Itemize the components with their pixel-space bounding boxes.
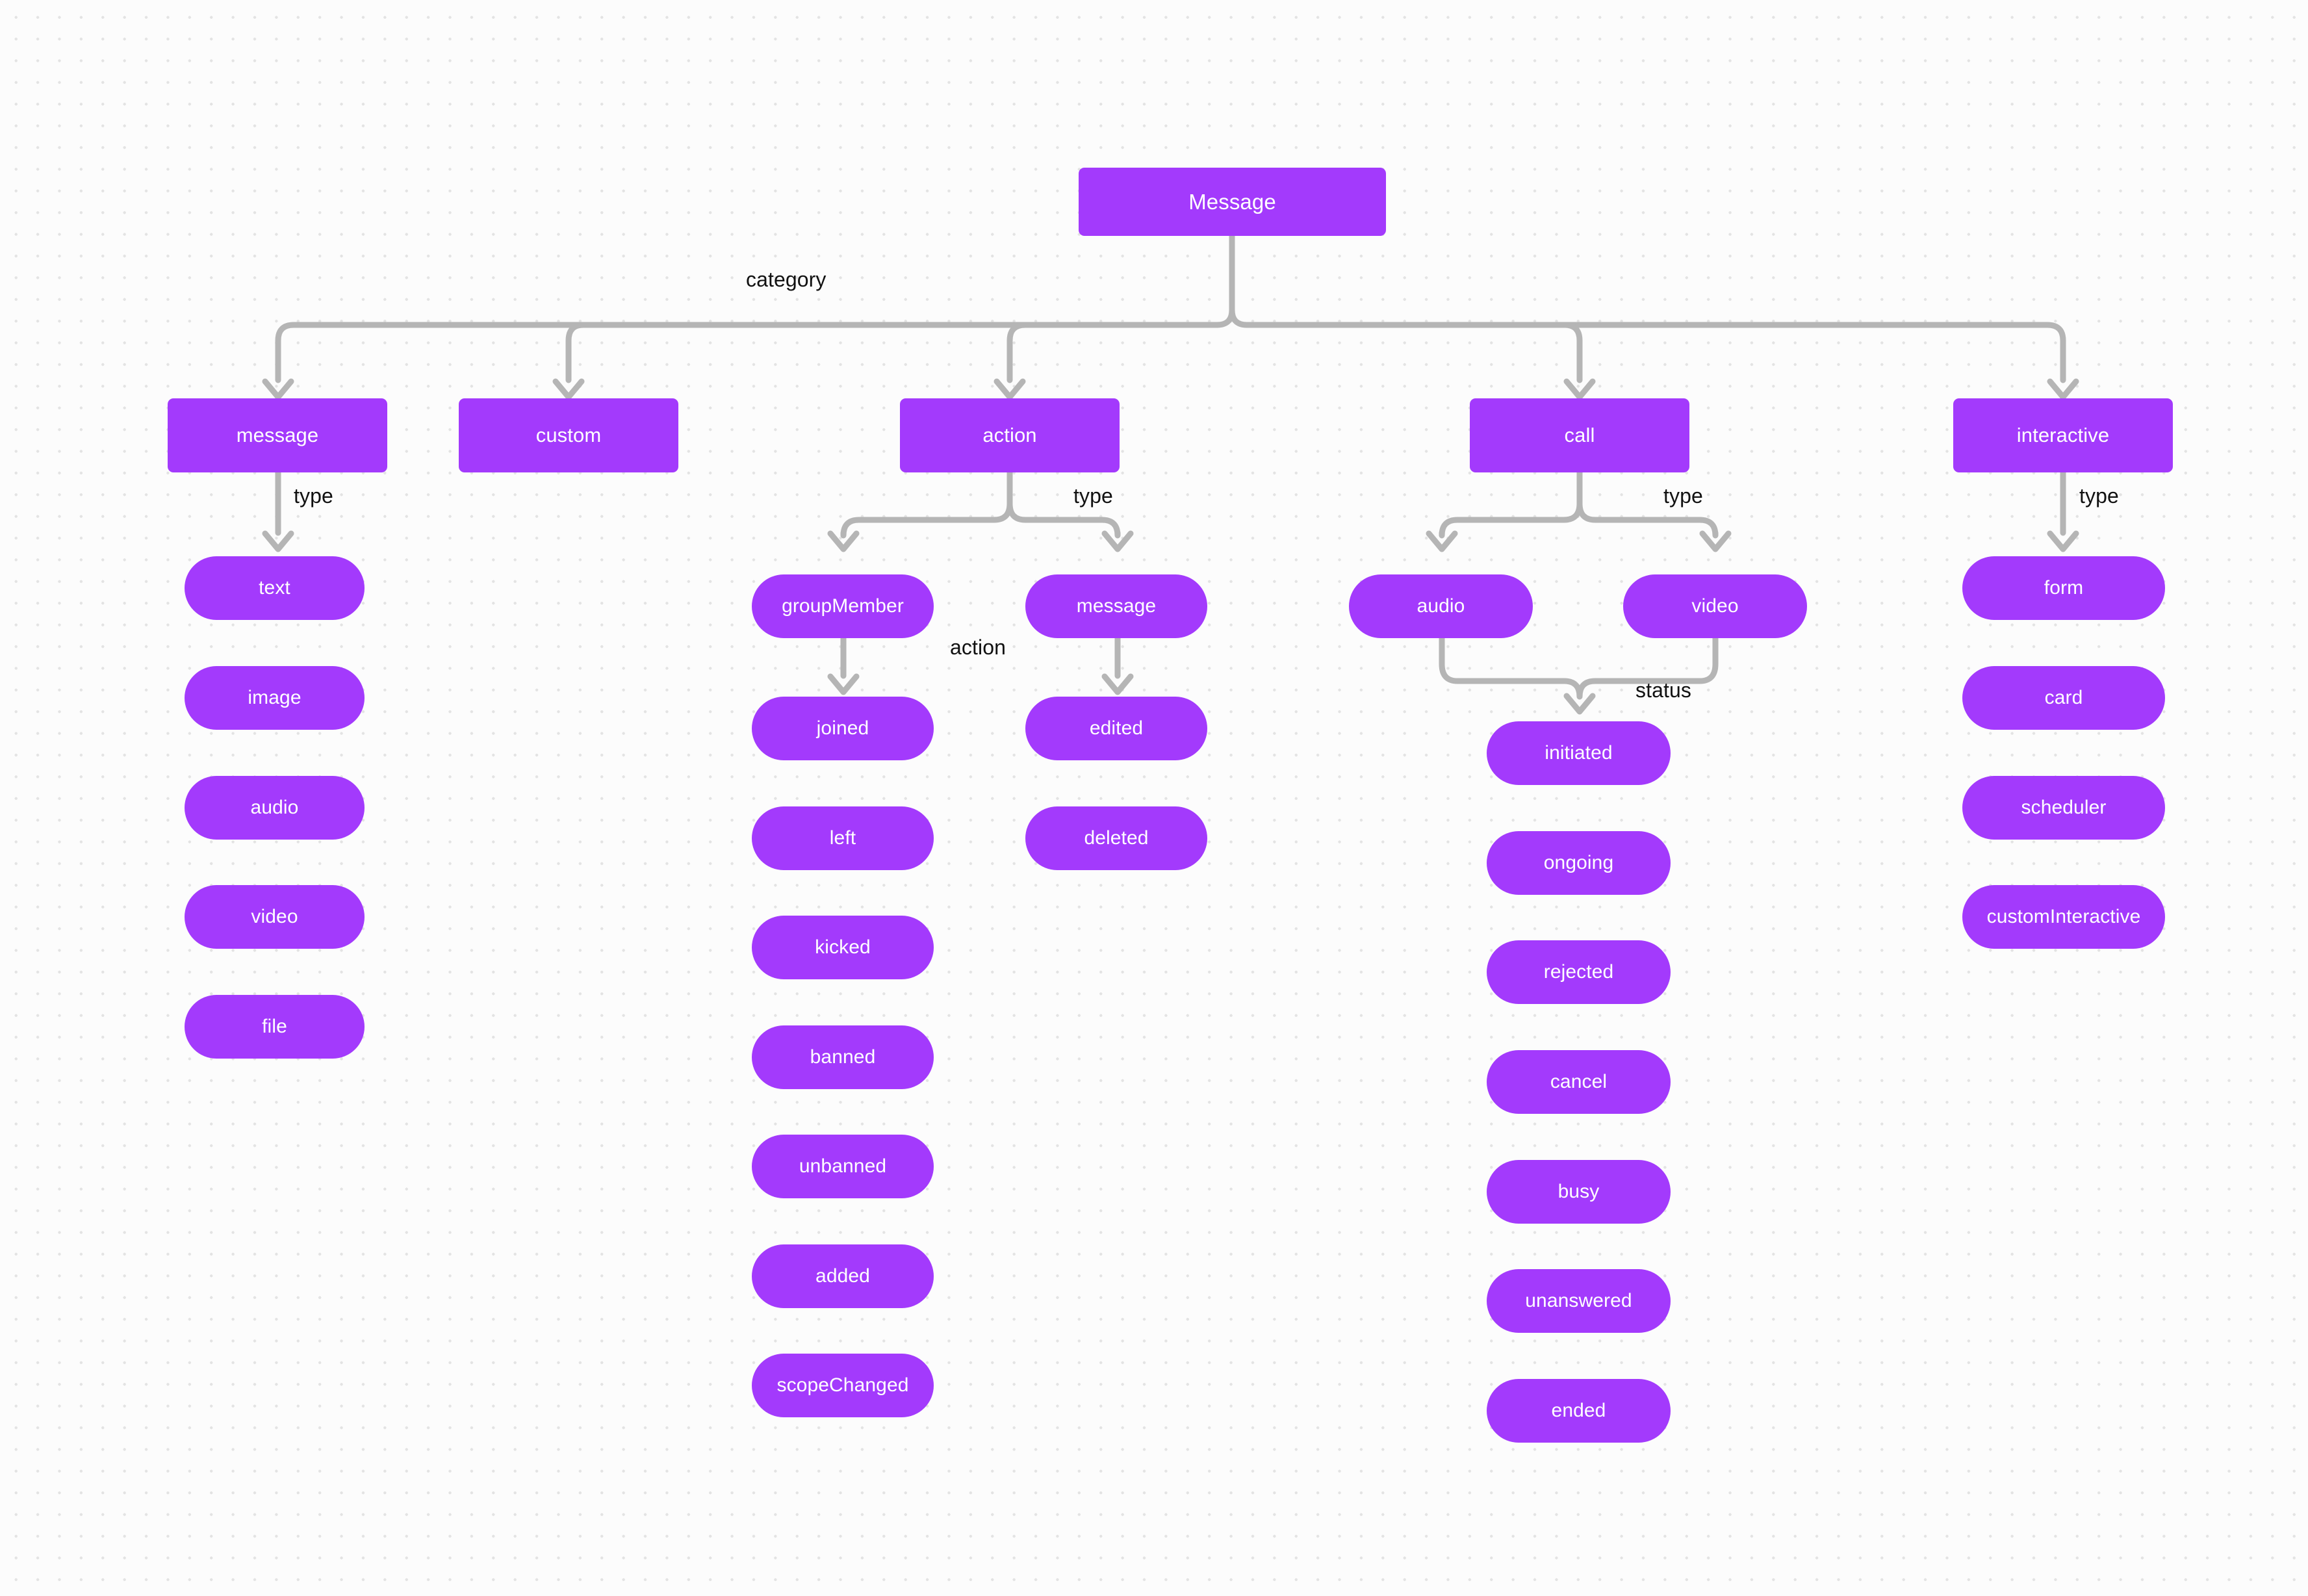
node-groupmember-action-scopechanged[interactable]: scopeChanged (752, 1354, 934, 1417)
edge-label-message-type: type (294, 484, 333, 508)
node-call-status-busy[interactable]: busy (1487, 1160, 1671, 1224)
node-label: banned (810, 1046, 876, 1068)
node-label: scopeChanged (776, 1374, 909, 1396)
node-label: scheduler (2021, 796, 2107, 818)
node-label: call (1564, 424, 1595, 447)
node-label: Message (1188, 189, 1276, 214)
node-label: added (815, 1265, 870, 1287)
node-action-type-groupmember[interactable]: groupMember (752, 574, 934, 638)
node-label: ended (1551, 1399, 1606, 1421)
node-label: groupMember (782, 595, 904, 617)
node-message-type-image[interactable]: image (185, 666, 365, 730)
node-label: deleted (1084, 827, 1149, 849)
node-label: kicked (815, 936, 871, 958)
node-interactive-type-card[interactable]: card (1962, 666, 2165, 730)
node-label: unanswered (1525, 1289, 1632, 1311)
node-groupmember-action-banned[interactable]: banned (752, 1025, 934, 1089)
node-label: edited (1089, 717, 1144, 739)
node-label: form (2044, 576, 2084, 598)
node-message-type-file[interactable]: file (185, 995, 365, 1059)
node-message-type-video[interactable]: video (185, 885, 365, 949)
node-action-type-message[interactable]: message (1025, 574, 1207, 638)
node-call-status-ended[interactable]: ended (1487, 1379, 1671, 1443)
node-label: left (829, 827, 856, 849)
node-label: message (236, 424, 319, 447)
node-category-interactive[interactable]: interactive (1953, 398, 2173, 472)
node-label: audio (1417, 595, 1465, 617)
node-category-action[interactable]: action (900, 398, 1120, 472)
node-groupmember-action-kicked[interactable]: kicked (752, 916, 934, 979)
node-groupmember-action-added[interactable]: added (752, 1244, 934, 1308)
node-label: action (982, 424, 1037, 447)
node-label: audio (250, 796, 299, 818)
node-call-status-ongoing[interactable]: ongoing (1487, 831, 1671, 895)
node-message-type-audio[interactable]: audio (185, 776, 365, 840)
node-interactive-type-scheduler[interactable]: scheduler (1962, 776, 2165, 840)
node-label: cancel (1550, 1070, 1608, 1092)
node-call-type-audio[interactable]: audio (1349, 574, 1533, 638)
node-label: file (262, 1015, 287, 1037)
node-interactive-type-form[interactable]: form (1962, 556, 2165, 620)
node-groupmember-action-unbanned[interactable]: unbanned (752, 1135, 934, 1198)
node-label: customInteractive (1986, 905, 2141, 927)
node-label: busy (1558, 1180, 1600, 1202)
edge-label-call-type: type (1663, 484, 1703, 508)
node-label: video (251, 905, 298, 927)
edge-label-category: category (746, 268, 827, 291)
node-call-status-rejected[interactable]: rejected (1487, 940, 1671, 1004)
node-label: unbanned (799, 1155, 887, 1177)
node-label: rejected (1543, 960, 1614, 983)
node-groupmember-action-left[interactable]: left (752, 806, 934, 870)
edge-label-action-type: type (1073, 484, 1113, 508)
node-interactive-type-custominteractive[interactable]: customInteractive (1962, 885, 2165, 949)
node-label: custom (535, 424, 602, 447)
edge-label-groupmember-action: action (950, 636, 1006, 659)
node-label: message (1076, 595, 1157, 617)
node-call-status-cancel[interactable]: cancel (1487, 1050, 1671, 1114)
edge-label-interactive-type: type (2079, 484, 2119, 508)
node-label: joined (816, 717, 869, 739)
node-label: card (2044, 686, 2083, 708)
node-message-type-text[interactable]: text (185, 556, 365, 620)
node-message-root[interactable]: Message (1079, 168, 1386, 236)
node-message-action-edited[interactable]: edited (1025, 697, 1207, 760)
node-category-call[interactable]: call (1470, 398, 1689, 472)
node-category-message[interactable]: message (168, 398, 387, 472)
node-message-action-deleted[interactable]: deleted (1025, 806, 1207, 870)
node-label: interactive (2016, 424, 2110, 447)
node-label: image (248, 686, 301, 708)
node-call-status-unanswered[interactable]: unanswered (1487, 1269, 1671, 1333)
node-label: initiated (1545, 741, 1613, 764)
node-call-type-video[interactable]: video (1623, 574, 1807, 638)
node-label: video (1691, 595, 1739, 617)
edge-label-call-status: status (1635, 678, 1691, 702)
node-label: text (259, 576, 290, 598)
node-groupmember-action-joined[interactable]: joined (752, 697, 934, 760)
node-call-status-initiated[interactable]: initiated (1487, 721, 1671, 785)
node-label: ongoing (1543, 851, 1614, 873)
node-category-custom[interactable]: custom (459, 398, 678, 472)
